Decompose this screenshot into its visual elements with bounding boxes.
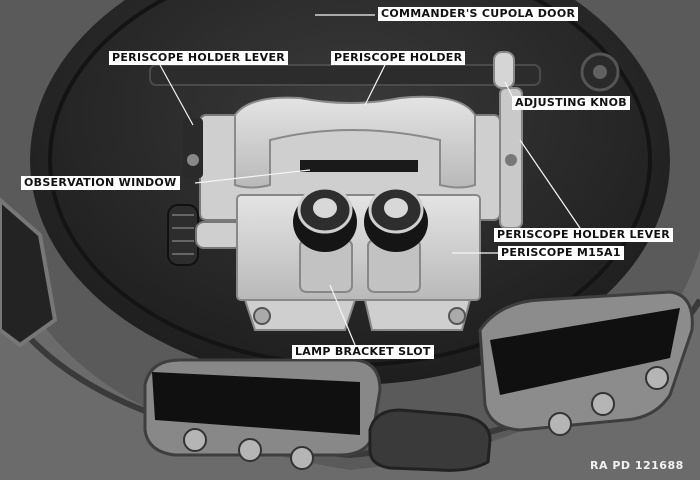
callout-periscope-holder-lever-right: PERISCOPE HOLDER LEVER [494,228,674,242]
callout-cupola-door: COMMANDER'S CUPOLA DOOR [378,7,579,21]
reference-code: RA PD 121688 [590,459,684,472]
callout-lamp-bracket-slot: LAMP BRACKET SLOT [292,345,434,359]
bottom-right-vision-block [478,290,694,436]
door-handle [368,408,492,472]
callout-periscope-m15a1: PERISCOPE M15A1 [498,246,624,260]
left-holder-lever [183,118,203,178]
rivet-center [593,65,607,79]
left-knurled-knob [167,204,243,266]
bottom-left-vision-block [143,358,382,470]
callout-periscope-holder-lever-left: PERISCOPE HOLDER LEVER [109,51,289,65]
callout-observation-window: OBSERVATION WINDOW [21,176,180,190]
left-vision-slot [0,197,58,348]
callout-periscope-holder: PERISCOPE HOLDER [331,51,466,65]
leader-lines [159,14,581,346]
eyepieces [293,186,428,252]
callout-adjusting-knob: ADJUSTING KNOB [512,96,630,110]
lower-ring [0,230,700,480]
holder-rail [149,64,541,86]
